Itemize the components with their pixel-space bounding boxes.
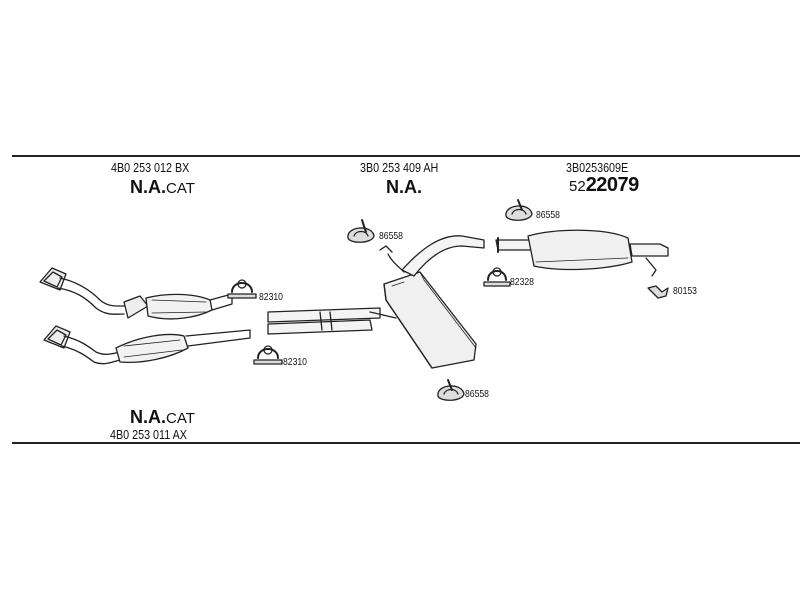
hanger-front-number: 86558 — [379, 230, 403, 242]
middle-silencer-part-number: 3B0 253 409 AH — [360, 161, 439, 175]
clamp-upper-number: 82310 — [259, 291, 283, 303]
bracket-rear-icon — [647, 285, 669, 299]
rear-silencer-code-prefix: 52 — [569, 178, 586, 195]
rear-silencer-code: 5222079 — [569, 175, 639, 195]
front-pipe-title-tail: CAT — [166, 180, 195, 197]
middle-silencer-title: N.A. — [386, 177, 422, 197]
rear-silencer-code-number: 22079 — [585, 174, 640, 196]
clamp-upper-icon — [227, 279, 257, 299]
clamp-lower-icon — [253, 345, 283, 365]
front-pipe-title: N.A.CAT — [130, 178, 195, 197]
footer-title-bold: N.A. — [130, 407, 166, 427]
footer-part-number: 4B0 253 011 AX — [110, 428, 187, 442]
rear-silencer — [495, 229, 669, 277]
front-pipe-upper — [39, 267, 233, 320]
front-pipe-title-bold: N.A. — [130, 177, 166, 197]
bottom-rule — [12, 442, 800, 444]
front-pipe-lower — [43, 325, 251, 365]
footer-title: N.A.CAT — [130, 408, 195, 427]
front-pipe-part-number: 4B0 253 012 BX — [111, 161, 190, 175]
y-pipe — [267, 307, 397, 335]
hanger-mid-icon — [505, 199, 533, 221]
footer-title-tail: CAT — [166, 410, 195, 427]
clamp-rear-number: 82328 — [510, 276, 534, 288]
clamp-rear-icon — [483, 267, 511, 287]
top-rule — [12, 155, 800, 157]
hanger-front-icon — [347, 219, 375, 243]
bracket-rear-number: 80153 — [673, 285, 697, 297]
clamp-lower-number: 82310 — [283, 356, 307, 368]
middle-silencer — [379, 235, 485, 369]
hanger-mid-number: 86558 — [536, 209, 560, 221]
hanger-rear-icon — [437, 379, 465, 401]
hanger-rear-number: 86558 — [465, 388, 489, 400]
rear-silencer-part-number: 3B0253609E — [566, 161, 629, 175]
